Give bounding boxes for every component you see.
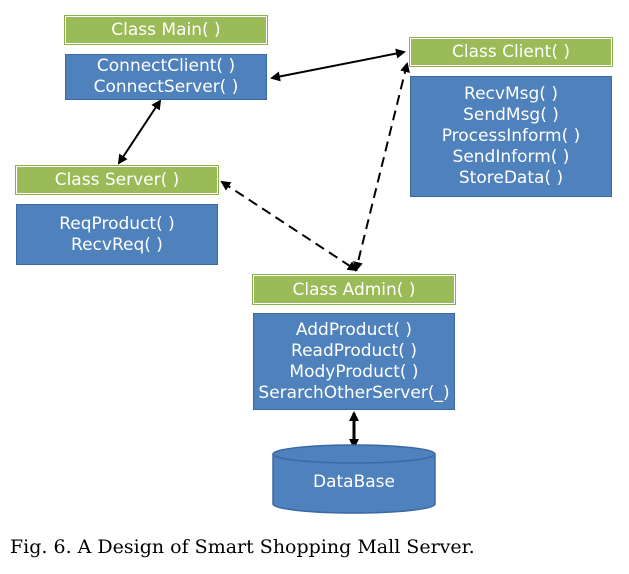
method-item: ModyProduct( ) <box>289 361 419 382</box>
database-cylinder <box>272 444 436 514</box>
class-main-header: Class Main( ) <box>65 16 267 44</box>
method-item: RecvMsg( ) <box>464 84 558 104</box>
method-item: SerarchOtherServer(_) <box>258 382 450 403</box>
server-admin-link <box>220 180 358 272</box>
class-server-header: Class Server( ) <box>16 166 218 194</box>
method-item: StoreData( ) <box>458 168 564 188</box>
client-admin-link <box>353 62 410 272</box>
main-client-link <box>270 48 406 82</box>
method-item: ProcessInform( ) <box>441 126 581 146</box>
main-server-link <box>117 99 162 165</box>
method-item: ReqProduct( ) <box>59 213 175 234</box>
class-server-methods: ReqProduct( ) RecvReq( ) <box>16 204 218 265</box>
method-item: SendInform( ) <box>452 147 570 167</box>
method-item: ReadProduct( ) <box>291 340 417 361</box>
figure-caption: Fig. 6. A Design of Smart Shopping Mall … <box>10 536 475 558</box>
class-admin-header: Class Admin( ) <box>253 275 455 304</box>
class-client-header: Class Client( ) <box>410 38 612 66</box>
class-client-methods: RecvMsg( ) SendMsg( ) ProcessInform( ) S… <box>410 76 612 197</box>
class-main-methods: ConnectClient( ) ConnectServer( ) <box>65 54 267 100</box>
class-admin-methods: AddProduct( ) ReadProduct( ) ModyProduct… <box>253 313 455 410</box>
method-item: AddProduct( ) <box>295 319 413 340</box>
method-item: ConnectClient( ) <box>96 56 236 76</box>
database-label: DataBase <box>313 472 395 492</box>
method-item: RecvReq( ) <box>71 234 163 255</box>
method-item: ConnectServer( ) <box>93 77 239 97</box>
method-item: SendMsg( ) <box>463 105 559 125</box>
